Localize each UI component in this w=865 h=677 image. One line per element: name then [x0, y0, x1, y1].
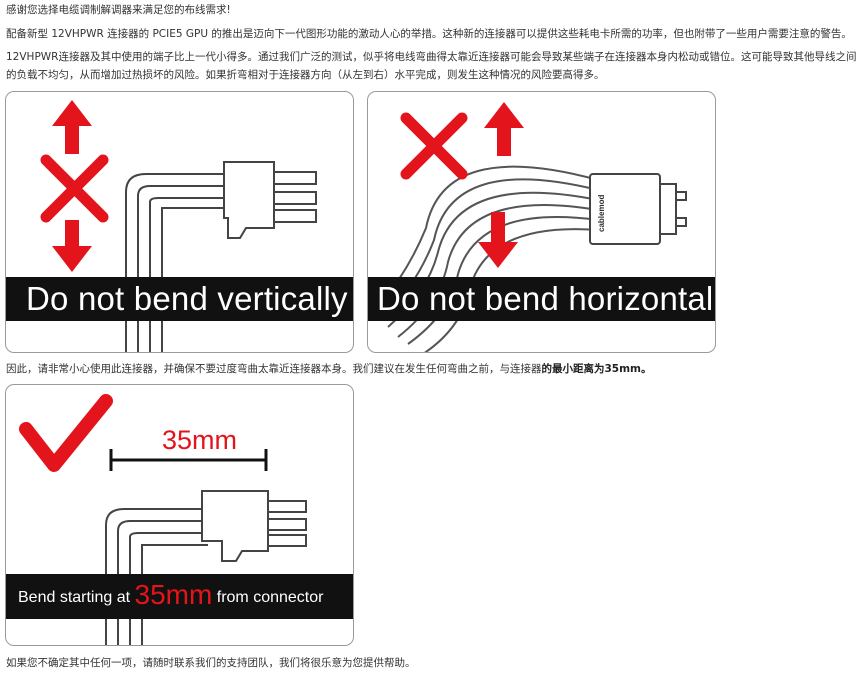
arrow-up-icon — [484, 102, 524, 156]
panel-correct-bend: 35mm Bend starting at 35mm from connecto… — [5, 384, 354, 646]
distance-label: 35mm — [162, 425, 238, 455]
panel-no-vertical-bend: Do not bend vertically — [5, 91, 354, 353]
paragraph-recommendation: 因此，请非常小心使用此连接器，并确保不要过度弯曲太靠近连接器本身。我们建议在发生… — [6, 360, 861, 378]
horizontal-connector-housing — [589, 173, 687, 245]
ccable-wire-2 — [117, 520, 208, 645]
cable-wire-2 — [137, 185, 232, 352]
cable-wire-3 — [149, 197, 232, 352]
vertical-bend-illustration — [40, 100, 317, 352]
cable-wire-1 — [125, 173, 232, 352]
ccable-wire-1 — [105, 508, 208, 645]
caption-correct-before: Bend starting at — [18, 589, 135, 606]
dimension-line — [109, 449, 268, 471]
correct-bend-illustration — [19, 394, 307, 645]
panel-no-horizontal-bend: cablemod Do not bend horizontally — [367, 91, 716, 353]
warning-cross-icon — [40, 154, 109, 223]
brand-label: cablemod — [597, 195, 606, 232]
arrow-down-icon — [478, 212, 518, 268]
caption-correct-after: from connector — [212, 589, 324, 606]
arrow-up-icon — [52, 100, 92, 154]
caption-correct: Bend starting at 35mm from connector — [6, 574, 353, 619]
correct-connector-housing — [201, 490, 307, 562]
caption-horizontal: Do not bend horizontally — [368, 277, 715, 321]
paragraph-connector-intro: 配备新型 12VHPWR 连接器的 PCIE5 GPU 的推出是迈向下一代图形功… — [6, 28, 852, 40]
intro-text: 感谢您选择电缆调制解调器来满足您的布线需求! — [6, 4, 231, 16]
recommendation-distance: 的最小距离为35mm。 — [541, 363, 652, 375]
paragraph-support: 如果您不确定其中任何一项，请随时联系我们的支持团队，我们将很乐意为您提供帮助。 — [6, 657, 416, 669]
recommendation-text: 因此，请非常小心使用此连接器，并确保不要过度弯曲太靠近连接器本身。我们建议在发生… — [6, 363, 542, 375]
connector-housing — [223, 161, 317, 239]
caption-vertical: Do not bend vertically — [6, 277, 353, 321]
ccable-wire-3 — [129, 532, 208, 645]
arrow-down-icon — [52, 220, 92, 272]
caption-correct-highlight: 35mm — [134, 579, 213, 610]
checkmark-icon — [19, 394, 113, 472]
paragraph-terminal-warning: 12VHPWR连接器及其中使用的端子比上一代小得多。通过我们广泛的测试，似乎将电… — [6, 51, 857, 81]
warning-cross-icon — [400, 112, 468, 180]
